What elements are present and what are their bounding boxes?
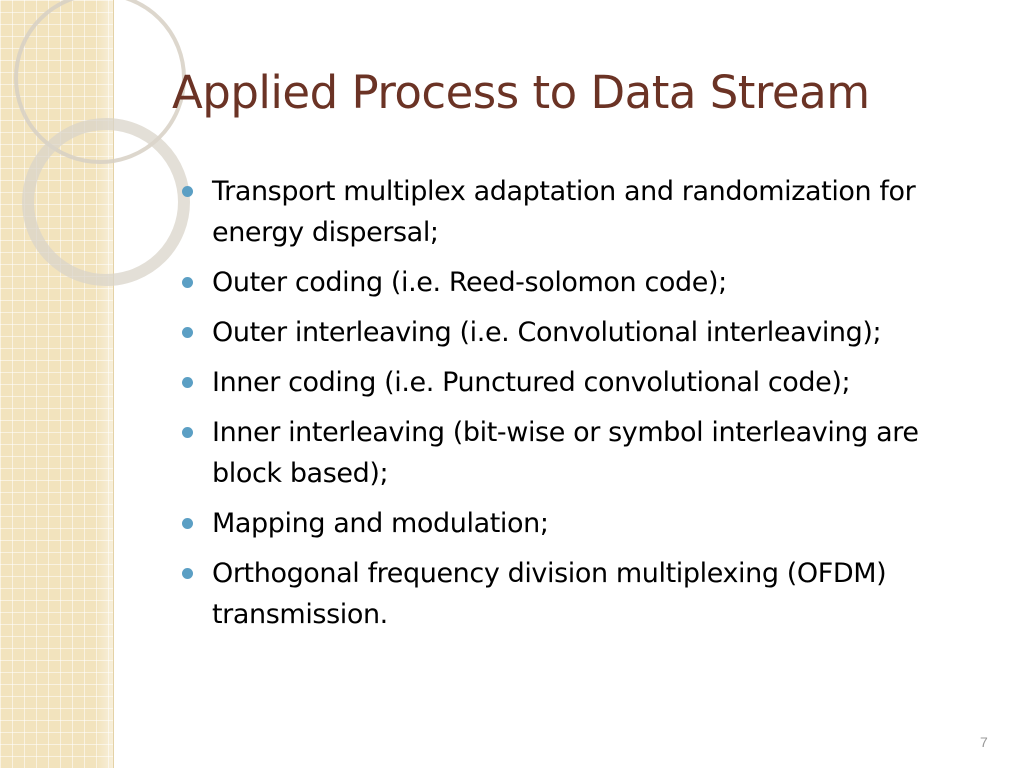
bullet-item-outer-interleaving: Outer interleaving (i.e. Convolutional i…	[182, 312, 992, 353]
slide-page-number: 7	[980, 734, 988, 750]
bullet-item-inner-interleaving: Inner interleaving (bit-wise or symbol i…	[182, 412, 992, 494]
bullet-dot-icon	[182, 327, 193, 338]
bullet-dot-icon	[182, 186, 193, 197]
bullet-dot-icon	[182, 568, 193, 579]
bullet-text: Outer interleaving (i.e. Convolutional i…	[212, 317, 882, 348]
bullet-item-outer-coding: Outer coding (i.e. Reed-solomon code);	[182, 262, 992, 303]
bullet-text: Orthogonal frequency division multiplexi…	[212, 558, 887, 630]
bullet-text: Transport multiplex adaptation and rando…	[212, 176, 916, 248]
bullet-item-transport-multiplex: Transport multiplex adaptation and rando…	[182, 171, 992, 253]
bullet-dot-icon	[182, 518, 193, 529]
bullet-text: Outer coding (i.e. Reed-solomon code);	[212, 267, 727, 298]
bullet-text: Inner coding (i.e. Punctured convolution…	[212, 367, 851, 398]
decorative-side-band	[0, 0, 114, 768]
bullet-item-inner-coding: Inner coding (i.e. Punctured convolution…	[182, 362, 992, 403]
bullet-list: Transport multiplex adaptation and rando…	[182, 171, 992, 644]
side-band-shade	[96, 0, 113, 768]
slide-title: Applied Process to Data Stream	[172, 66, 870, 119]
bullet-text: Inner interleaving (bit-wise or symbol i…	[212, 417, 919, 489]
bullet-text: Mapping and modulation;	[212, 508, 549, 539]
bullet-item-mapping-modulation: Mapping and modulation;	[182, 503, 992, 544]
bullet-dot-icon	[182, 377, 193, 388]
bullet-item-ofdm: Orthogonal frequency division multiplexi…	[182, 553, 992, 635]
bullet-dot-icon	[182, 427, 193, 438]
bullet-dot-icon	[182, 277, 193, 288]
